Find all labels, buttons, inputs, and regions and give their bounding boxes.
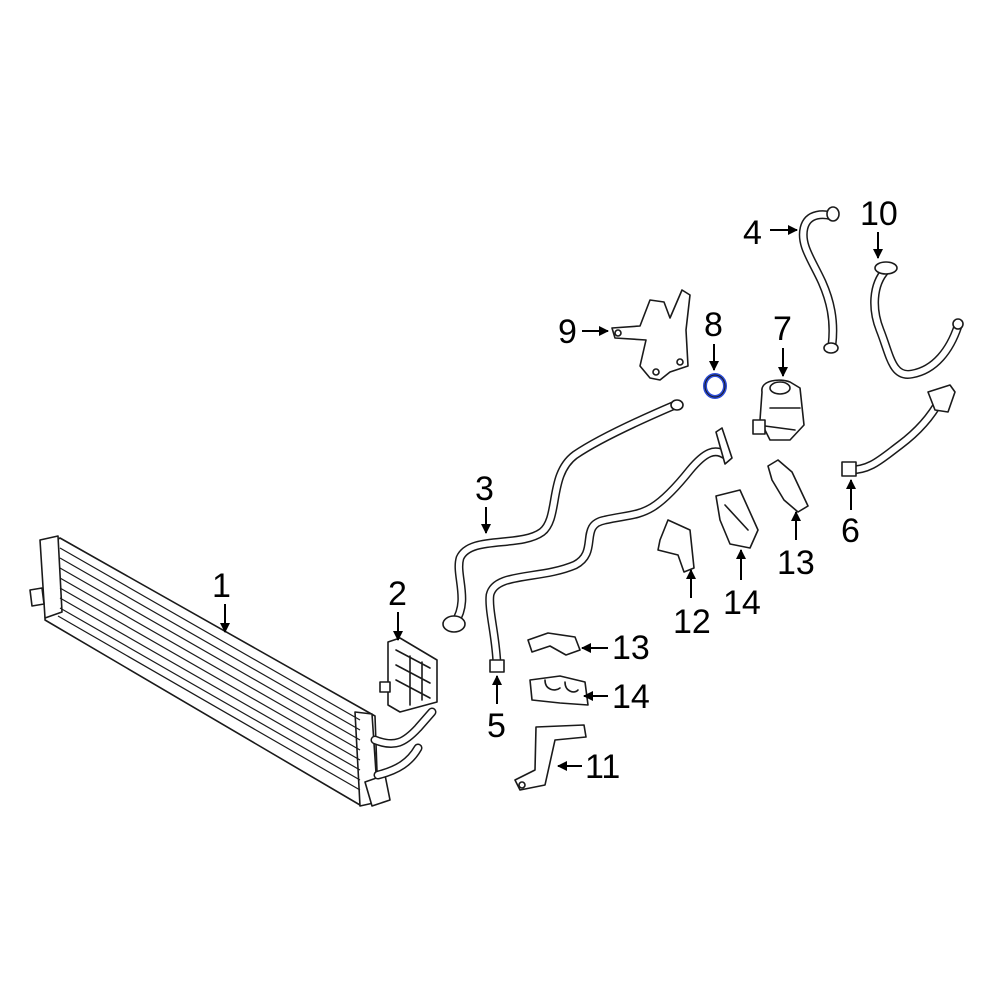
callout-1: 1 [212, 567, 231, 633]
callout-2: 2 [388, 575, 407, 641]
part-14-clamp-upper[interactable] [715, 489, 759, 549]
svg-text:1: 1 [212, 567, 231, 605]
callout-11: 11 [557, 748, 620, 786]
part-4-hose[interactable] [798, 206, 840, 354]
svg-text:8: 8 [704, 306, 723, 344]
part-3-hose[interactable] [442, 399, 684, 633]
callout-6: 6 [841, 479, 860, 550]
svg-text:2: 2 [388, 575, 407, 613]
svg-text:6: 6 [841, 512, 860, 550]
svg-text:4: 4 [743, 214, 762, 252]
callout-5: 5 [487, 675, 506, 745]
svg-text:13: 13 [777, 544, 815, 582]
callout-13-lower: 13 [581, 629, 650, 667]
svg-text:12: 12 [673, 603, 711, 641]
callout-4: 4 [743, 214, 798, 252]
part-1-radiator[interactable] [29, 535, 437, 807]
callout-9: 9 [558, 313, 609, 351]
svg-text:11: 11 [585, 748, 620, 786]
part-11-bracket[interactable] [514, 724, 587, 791]
part-8-seal-ring[interactable] [703, 373, 727, 399]
svg-text:14: 14 [612, 678, 650, 716]
svg-text:13: 13 [612, 629, 650, 667]
part-10-hose[interactable] [870, 261, 964, 379]
callout-14-lower: 14 [583, 678, 650, 716]
part-13-clip-upper[interactable] [767, 459, 809, 513]
part-14-clamp-lower[interactable] [529, 675, 589, 706]
callout-14-upper: 14 [723, 549, 761, 622]
callout-8: 8 [704, 306, 723, 371]
part-6-pipe[interactable] [841, 384, 956, 477]
callout-10: 10 [860, 195, 898, 259]
callout-7: 7 [773, 310, 792, 377]
callout-13-upper: 13 [777, 511, 815, 582]
part-9-bracket[interactable] [611, 289, 691, 381]
part-5-hose[interactable] [485, 427, 733, 673]
part-13-clip-lower[interactable] [527, 632, 581, 656]
svg-text:7: 7 [773, 310, 792, 348]
callout-12: 12 [673, 569, 711, 641]
part-12-clip[interactable] [657, 519, 695, 573]
svg-text:10: 10 [860, 195, 898, 233]
callout-3: 3 [475, 470, 494, 534]
radiator-fins [57, 547, 361, 791]
svg-text:3: 3 [475, 470, 494, 508]
svg-text:14: 14 [723, 584, 761, 622]
svg-text:9: 9 [558, 313, 577, 351]
part-7-valve[interactable] [752, 379, 805, 441]
svg-text:5: 5 [487, 707, 506, 745]
part-2-bracket[interactable] [379, 637, 438, 713]
